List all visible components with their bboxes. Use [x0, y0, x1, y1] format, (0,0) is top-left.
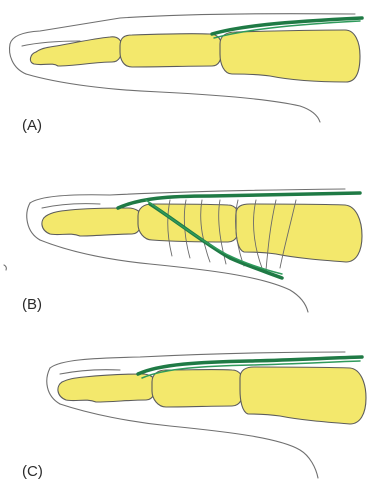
panel-b-proximal-phalanx: [236, 204, 362, 262]
panel-a-middle-phalanx: [120, 34, 222, 67]
panel-c-proximal-phalanx: [240, 367, 366, 424]
panel-c-label: (C): [22, 463, 43, 480]
panel-a-proximal-phalanx: [220, 30, 360, 82]
panel-b-label: (B): [22, 296, 42, 313]
panel-a-label: (A): [22, 117, 42, 134]
panel-c-middle-phalanx: [152, 370, 244, 407]
panel-c-nail: [60, 370, 120, 374]
stray-pencil-mark: [4, 265, 6, 270]
panel-b-distal-phalanx: [42, 208, 142, 236]
panel-a-skin-tip: [10, 44, 26, 74]
panel-b-skin-tip: [27, 203, 40, 240]
panel-b-nail: [42, 204, 100, 208]
panel-b-middle-phalanx: [138, 204, 240, 242]
panel-b-finger: [27, 189, 362, 312]
panel-a-skin-volar: [26, 74, 320, 122]
panel-c-finger: [47, 352, 366, 478]
panel-a-finger: [10, 14, 362, 122]
